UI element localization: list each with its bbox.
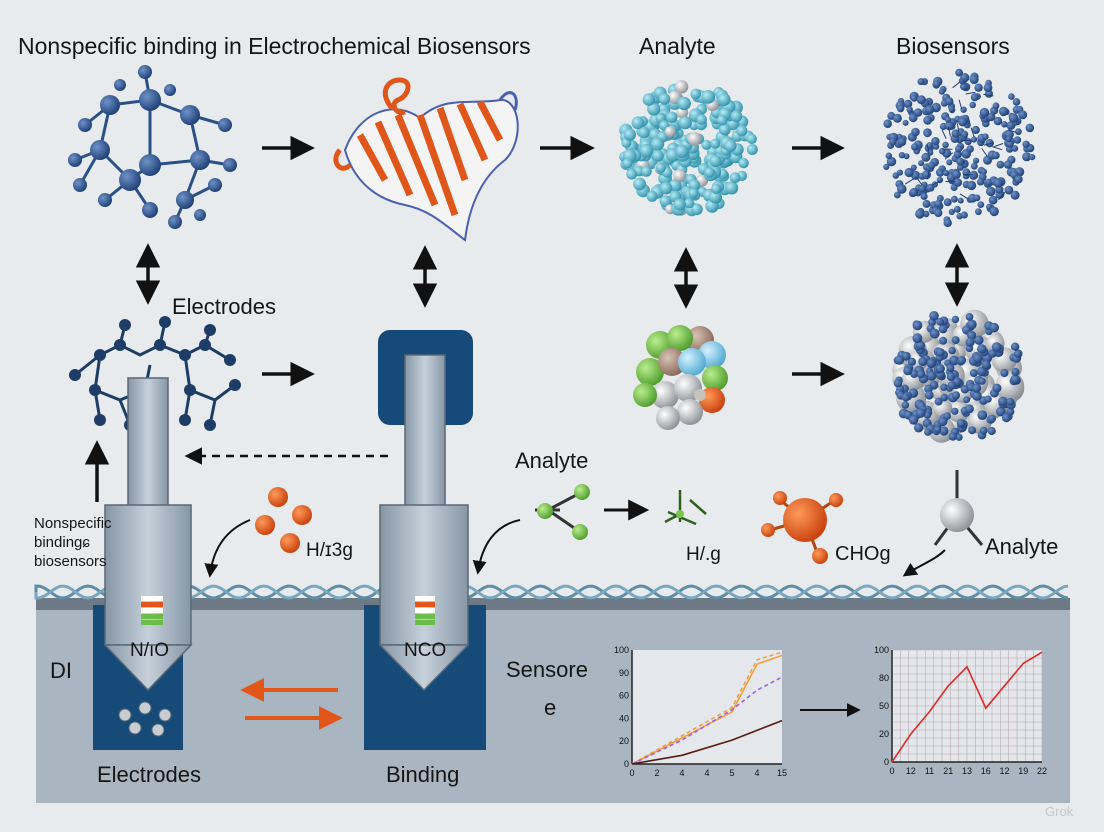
bound-biosensor-sphere-icon <box>892 309 1025 443</box>
electrodes-mid-label: Electrodes <box>172 294 276 319</box>
biosensor-sphere-icon <box>883 68 1036 228</box>
formula-mid: H/.g <box>686 544 721 565</box>
analyte-mid-label: Analyte <box>515 448 589 473</box>
curved-arrows <box>204 519 946 578</box>
x-tick-label: 0 <box>889 766 894 776</box>
y-tick-label: 20 <box>879 729 889 739</box>
y-tick-label: 0 <box>624 759 629 769</box>
y-molecule-icon <box>535 484 590 540</box>
left-probe-electrode <box>93 377 193 750</box>
di-label: DI <box>50 658 72 683</box>
mixed-analyte-cluster-icon <box>633 325 728 430</box>
series-line <box>631 654 783 765</box>
bidirectional-arrows <box>135 243 970 309</box>
series-line <box>631 719 783 765</box>
x-tick-label: 12 <box>906 766 916 776</box>
y-tick-label: 100 <box>614 645 629 655</box>
chart-1: 100 90 60 40 20 00 2 4 4 5 4 15 <box>614 645 787 778</box>
y-tick-label: 90 <box>619 668 629 678</box>
x-tick-label: 4 <box>679 768 684 778</box>
small-molecule-icon <box>664 490 707 526</box>
y-tick-label: 100 <box>874 645 889 655</box>
watermark: Grok <box>1045 804 1074 819</box>
x-tick-label: 19 <box>1018 766 1028 776</box>
electrode-right-text: NCO <box>404 640 447 661</box>
biosensors-top-label: Biosensors <box>896 33 1010 59</box>
formula-cho: CHOg <box>835 543 891 565</box>
chart-2: 100 80 50 20 00 12 11 21 13 16 12 19 22 <box>874 645 1047 776</box>
x-tick-label: 5 <box>729 768 734 778</box>
formula-left: H/ɪ3g <box>306 540 353 561</box>
molecular-network-icon <box>68 65 237 229</box>
protein-ribbon-icon <box>333 77 519 242</box>
x-tick-label: 13 <box>962 766 972 776</box>
electrodes-bottom-label: Electrodes <box>97 762 201 787</box>
series-line <box>891 651 1043 763</box>
exchange-arrows <box>240 678 343 730</box>
analyte-right-label: Analyte <box>985 534 1059 559</box>
x-tick-label: 2 <box>654 768 659 778</box>
nonspecific-line-1: Nonspecific <box>34 515 112 532</box>
x-tick-label: 21 <box>943 766 953 776</box>
x-tick-label: 12 <box>999 766 1009 776</box>
x-tick-label: 11 <box>925 766 934 776</box>
analyte-cluster-icon <box>619 80 758 217</box>
y-tick-label: 0 <box>884 757 889 767</box>
y-tick-label: 20 <box>619 736 629 746</box>
y-tick-label: 60 <box>619 691 629 701</box>
surface-helix-strand <box>34 584 1069 600</box>
electrode-left-text: N/ıO <box>130 640 170 661</box>
x-tick-label: 4 <box>704 768 709 778</box>
analyte-top-label: Analyte <box>639 33 716 59</box>
x-tick-label: 22 <box>1037 766 1047 776</box>
nonspecific-line-2: bindingɕ <box>34 534 90 551</box>
y-tick-label: 50 <box>879 701 889 711</box>
analyte-molecule-icon <box>933 470 984 546</box>
right-probe-electrode <box>364 330 486 750</box>
binding-bottom-label: Binding <box>386 762 460 787</box>
x-tick-label: 4 <box>754 768 759 778</box>
series-line <box>631 676 783 765</box>
sensore-label-2: e <box>544 695 557 720</box>
series-line <box>631 651 783 765</box>
nonspecific-line-3: biosensors <box>34 553 107 570</box>
sensore-label: Sensore <box>506 657 588 682</box>
cho-molecule-icon <box>761 491 843 564</box>
nonspecific-binding-label: Nonspecific bindingɕ biosensors <box>34 514 112 571</box>
orange-particles-icon <box>255 487 312 553</box>
main-title: Nonspecific binding in Electrochemical B… <box>18 33 531 59</box>
y-tick-label: 40 <box>619 713 629 723</box>
x-tick-label: 16 <box>981 766 991 776</box>
electrode-network-icon <box>69 316 241 431</box>
y-tick-label: 80 <box>879 673 889 683</box>
x-tick-label: 15 <box>777 768 787 778</box>
x-tick-label: 0 <box>629 768 634 778</box>
